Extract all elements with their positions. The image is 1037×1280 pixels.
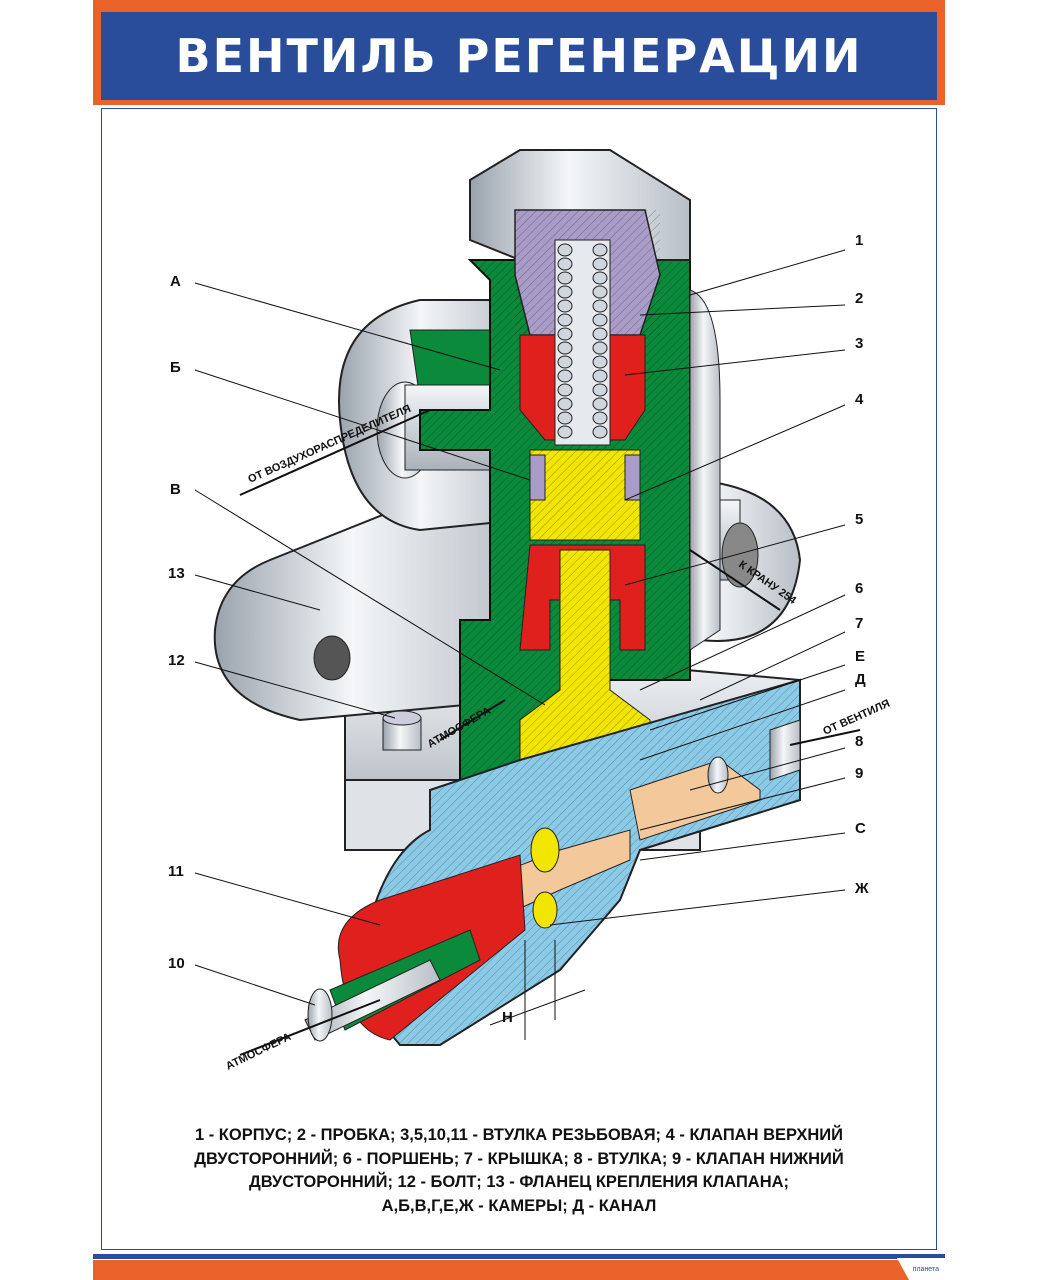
spring-coil (592, 355, 608, 369)
upper-valve-4 (529, 449, 641, 541)
publisher-logo: планета (897, 1258, 945, 1280)
dimension-h: Н (502, 1009, 513, 1026)
spring-coil (592, 299, 608, 313)
legend-caption: 1 - КОРПУС; 2 - ПРОБКА; 3,5,10,11 - ВТУЛ… (153, 1124, 885, 1218)
spring-coil (557, 341, 573, 355)
spring-coil (557, 271, 573, 285)
spring-coil (557, 285, 573, 299)
spring-coil (557, 243, 573, 257)
spring-coil (592, 397, 608, 411)
bottom-stripe (93, 1254, 945, 1259)
spring-coil (592, 341, 608, 355)
spring-coil (557, 313, 573, 327)
label-b: Б (170, 359, 181, 376)
label-8: 8 (855, 733, 863, 750)
flange-13 (213, 478, 521, 722)
publisher-name: планета (912, 1265, 939, 1273)
spring-coil (557, 411, 573, 425)
spring-coil (557, 425, 573, 439)
label-e: Е (855, 648, 865, 665)
poster: ВЕНТИЛЬ РЕГЕНЕРАЦИИ (93, 0, 945, 1280)
spring-coil (557, 397, 573, 411)
spring-coil (557, 383, 573, 397)
poster-title: ВЕНТИЛЬ РЕГЕНЕРАЦИИ (175, 29, 863, 83)
label-7: 7 (855, 615, 863, 632)
label-12: 12 (168, 652, 185, 669)
label-3: 3 (855, 335, 863, 352)
spring-coil (557, 327, 573, 341)
bottom-band (93, 1260, 945, 1280)
label-6: 6 (855, 580, 863, 597)
spring-coil (592, 243, 608, 257)
leader-lines (194, 249, 861, 1056)
spring (554, 239, 611, 446)
label-zh: Ж (854, 880, 869, 897)
spring-coil (557, 369, 573, 383)
flow-atmosphere-lower: АТМОСФЕРА (224, 1031, 293, 1073)
spring-coil (592, 271, 608, 285)
label-c: С (855, 820, 866, 837)
chamber-c (530, 827, 560, 873)
spring-coil (557, 299, 573, 313)
bolt-12 (382, 710, 422, 751)
spring-coil (592, 411, 608, 425)
spring-coil (557, 355, 573, 369)
spring-coil (592, 313, 608, 327)
label-9: 9 (855, 765, 863, 782)
spring-coil (592, 257, 608, 271)
label-10: 10 (168, 955, 185, 972)
caption-line: ДВУСТОРОННИЙ; 12 - БОЛТ; 13 - ФЛАНЕЦ КРЕ… (248, 1173, 790, 1191)
spring-coil (592, 285, 608, 299)
label-d: Д (855, 671, 866, 688)
label-1: 1 (855, 232, 863, 249)
label-2: 2 (855, 290, 863, 307)
caption-line: 1 - КОРПУС; 2 - ПРОБКА; 3,5,10,11 - ВТУЛ… (194, 1126, 844, 1144)
spring-coil (592, 327, 608, 341)
spring-coil (592, 383, 608, 397)
caption-line: ДВУСТОРОННИЙ; 6 - ПОРШЕНЬ; 7 - КРЫШКА; 8… (194, 1149, 844, 1168)
spring-coil (557, 257, 573, 271)
label-11: 11 (168, 863, 184, 880)
spring-coil (592, 425, 608, 439)
label-a: А (170, 273, 181, 290)
label-4: 4 (855, 391, 864, 408)
label-v: В (170, 481, 181, 498)
valve-cutaway-diagram: 1 2 3 4 5 6 7 Е Д 8 9 С Ж А Б В 13 12 11… (168, 149, 892, 1073)
label-5: 5 (855, 511, 863, 528)
spring-coil (592, 369, 608, 383)
chamber-zh (532, 891, 558, 929)
frame (101, 108, 937, 1250)
caption-line: А,Б,В,Г,Е,Ж - КАМЕРЫ; Д - КАНАЛ (381, 1196, 657, 1215)
title-bar: ВЕНТИЛЬ РЕГЕНЕРАЦИИ (101, 12, 937, 100)
label-13: 13 (168, 565, 185, 582)
